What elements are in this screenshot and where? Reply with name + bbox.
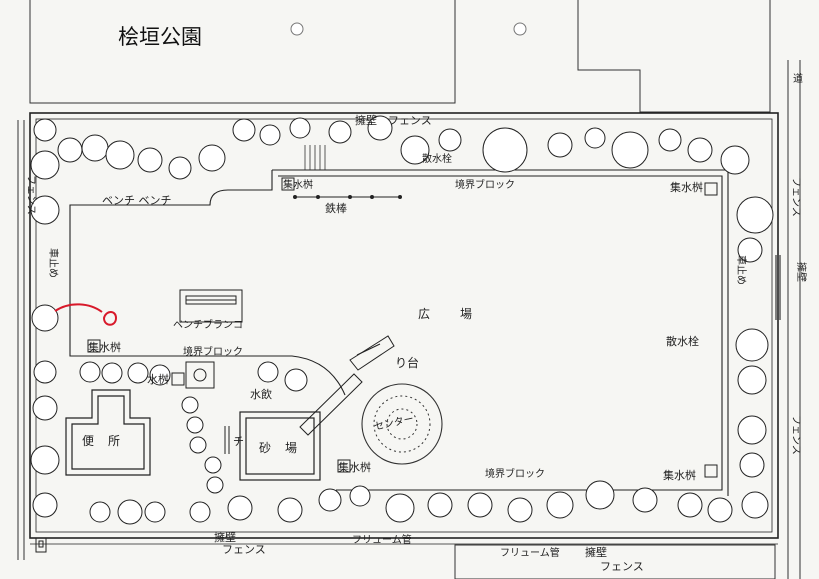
label-flume-pipe-b: フリューム管 bbox=[500, 546, 560, 559]
label-boundary-block-bottom: 境界ブロック bbox=[485, 467, 545, 480]
label-sprinkler-right: 散水栓 bbox=[666, 334, 699, 348]
label-bench-swing: ベンチブランコ bbox=[173, 318, 243, 331]
label-fence-left: フェンス bbox=[25, 175, 36, 215]
label-sump-bottom-right: 集水桝 bbox=[663, 468, 696, 482]
red-annotation-marker bbox=[54, 303, 118, 326]
gate-markers bbox=[35, 426, 230, 553]
label-sump-top-right: 集水桝 bbox=[670, 180, 703, 194]
surroundings bbox=[17, 0, 801, 579]
label-bench-mid: チ bbox=[233, 435, 244, 448]
binder-hole-left bbox=[290, 22, 304, 36]
label-toilet: 便所 bbox=[82, 434, 134, 448]
iron-bar-posts bbox=[293, 195, 402, 199]
label-iron-bar: 鉄棒 bbox=[325, 201, 347, 215]
binder-hole-right bbox=[513, 22, 527, 36]
label-fence-top: 擁壁 フェンス bbox=[355, 113, 432, 127]
hatched-walls bbox=[775, 255, 781, 320]
label-boundary-block-left: 境界ブロック bbox=[183, 345, 243, 358]
label-retaining-wall-right: 擁壁 bbox=[795, 262, 808, 282]
label-sump-top: 集水桝 bbox=[283, 178, 313, 191]
sandbox bbox=[239, 411, 321, 481]
label-fence-right-a: フェンス bbox=[790, 177, 801, 217]
drinking-fountain bbox=[185, 361, 215, 389]
label-sandbox: 砂場 bbox=[259, 441, 311, 455]
label-retaining-wall-bottom-right: 擁壁 bbox=[585, 545, 607, 559]
label-boundary-block-top: 境界ブロック bbox=[455, 178, 515, 191]
map-labels: 道 擁壁 フェンス フェンス 擁壁 フェンス フェンス ベンチ ベンチ 集水桝 … bbox=[25, 72, 808, 573]
label-tap: 水飲 bbox=[250, 387, 272, 401]
stairs-top bbox=[304, 145, 326, 170]
label-stop-right: 車止め bbox=[735, 255, 748, 285]
center-circle bbox=[361, 383, 443, 465]
bench-swing bbox=[179, 289, 243, 323]
label-sump-mid: 水桝 bbox=[147, 372, 169, 386]
label-road: 道 bbox=[793, 72, 803, 85]
label-bench-top: ベンチ ベンチ bbox=[102, 194, 172, 207]
label-fence-bottom-right: フェンス bbox=[600, 560, 644, 573]
slide bbox=[299, 335, 395, 436]
map-title: 桧垣公園 bbox=[118, 25, 202, 49]
trees bbox=[30, 115, 774, 525]
label-fence-bottom-left: フェンス bbox=[222, 543, 266, 556]
label-retaining-wall-bottom-left: 擁壁 bbox=[214, 530, 236, 544]
toilet-building bbox=[65, 389, 151, 476]
label-stop-left: 車止め bbox=[47, 248, 60, 278]
label-plaza: 広場 bbox=[418, 307, 502, 321]
label-flume-pipe-a: フリューム管 bbox=[352, 533, 412, 546]
label-sprinkler-top: 散水栓 bbox=[422, 152, 452, 165]
label-fence-right-b: フェンス bbox=[790, 415, 801, 455]
label-sump-left: 集水桝 bbox=[88, 340, 121, 354]
label-slide: り台 bbox=[395, 355, 419, 370]
label-sump-bottom: 集水桝 bbox=[338, 460, 371, 474]
sump-boxes bbox=[87, 177, 718, 478]
